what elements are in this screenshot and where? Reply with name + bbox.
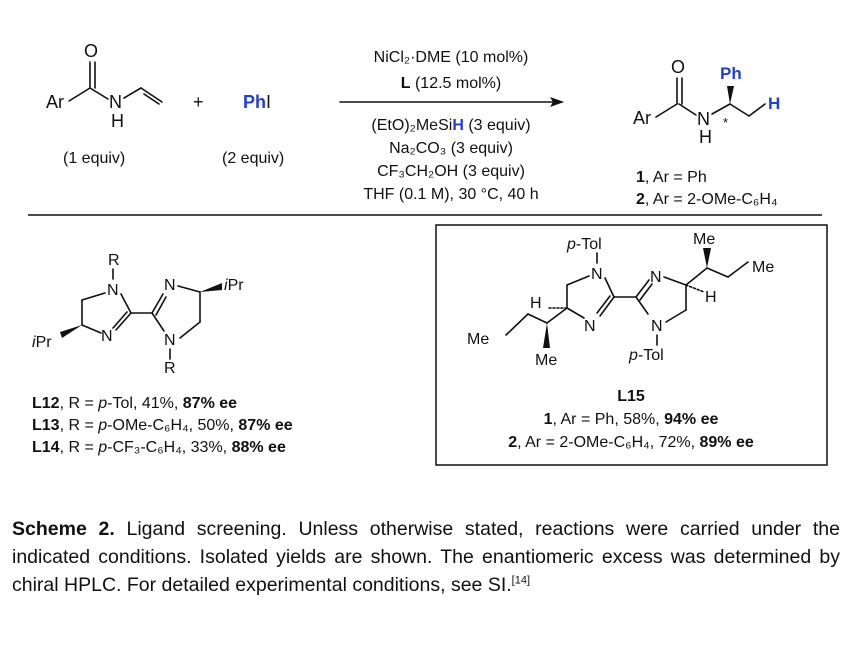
reagent-ph-label: Ph [243,92,266,112]
ligand-left-structure: R N N iPr N N iPr R [32,252,244,377]
l15-me-bottom: Me [535,352,557,369]
condition-solvent: THF (0.1 M), 30 °C, 40 h [363,186,538,203]
l15-n3: N [650,269,662,286]
l15-n2: N [584,318,596,335]
product-structure: Ar O N H Ph H * [633,57,780,147]
ligand-left-results: L12, R = p-Tol, 41%, 87% ee L13, R = p-O… [32,395,293,456]
condition-catalyst: NiCl₂·DME (10 mol%) [374,49,529,66]
caption-lead: Scheme 2. [12,518,115,540]
l15-me-right: Me [752,259,774,276]
condition-base: Na₂CO₃ (3 equiv) [389,140,513,157]
ligand-row-l13: L13, R = p-OMe-C₆H₄, 50%, 87% ee [32,417,293,434]
l15-n1: N [591,266,603,283]
product-n-label: N [697,109,710,129]
substrate-ar-label: Ar [46,92,64,112]
reaction-arrow [339,97,564,107]
product-h-label: H [699,127,712,147]
product-o-label: O [671,57,685,77]
svg-text:PhI: PhI [243,92,271,112]
ligand-l15-box [435,224,828,466]
substrate-o-label: O [84,41,98,61]
ligand-left-ipr-1: iPr [32,334,52,351]
l15-me-left: Me [467,331,489,348]
l15-result-2: 2, Ar = 2-OMe-C₆H₄, 72%, 89% ee [508,434,754,451]
caption-reference: [14] [511,574,531,587]
reagent-equiv: (2 equiv) [222,150,284,167]
ligand-left-n1: N [107,282,119,299]
substrate-equiv: (1 equiv) [63,150,125,167]
ligand-left-r-top: R [108,252,120,269]
ligand-row-l14: L14, R = p-CF₃-C₆H₄, 33%, 88% ee [32,439,286,456]
l15-me-top: Me [693,231,715,248]
plus-sign: + [193,92,204,112]
ligand-left-ipr-2: iPr [224,277,244,294]
scheme-caption: Scheme 2. Ligand screening. Unless other… [12,515,840,599]
l15-result-1: 1, Ar = Ph, 58%, 94% ee [544,411,719,428]
product-ph-label: Ph [720,64,742,83]
ligand-left-n4: N [164,332,176,349]
product-1-label: 1, Ar = Ph [636,169,707,186]
scheme-graphic: Ar O N H (1 equiv) + PhI (2 equiv) NiCl₂… [28,41,828,466]
l15-ptol-bottom: p-Tol [628,347,664,364]
l15-h-left: H [530,295,542,312]
ligand-row-l12: L12, R = p-Tol, 41%, 87% ee [32,395,237,412]
condition-additive: CF₃CH₂OH (3 equiv) [377,163,525,180]
reagent-phi: PhI (2 equiv) [222,92,284,167]
product-h-blue-label: H [768,94,780,113]
product-2-label: 2, Ar = 2-OMe-C₆H₄ [636,191,777,208]
product-ar-label: Ar [633,108,651,128]
l15-ptol-top: p-Tol [566,236,602,253]
ligand-left-n3: N [164,277,176,294]
ligand-left-r-bottom: R [164,360,176,377]
condition-silane: (EtO)₂MeSiH (3 equiv) [371,117,530,134]
l15-h-right: H [705,289,717,306]
substrate-structure: Ar O N H (1 equiv) [46,41,163,167]
substrate-h-label: H [111,111,124,131]
substrate-n-label: N [109,92,122,112]
caption-body: Ligand screening. Unless otherwise state… [12,518,840,596]
ligand-left-n2: N [101,328,113,345]
l15-label: L15 [617,388,645,405]
l15-n4: N [651,318,663,335]
stereocenter-star: * [723,115,728,130]
ligand-l15-structure: p-Tol N N H Me Me N N H Me Me p [467,231,774,369]
reagent-i-label: I [266,92,271,112]
condition-ligand: L (12.5 mol%) [401,75,501,92]
